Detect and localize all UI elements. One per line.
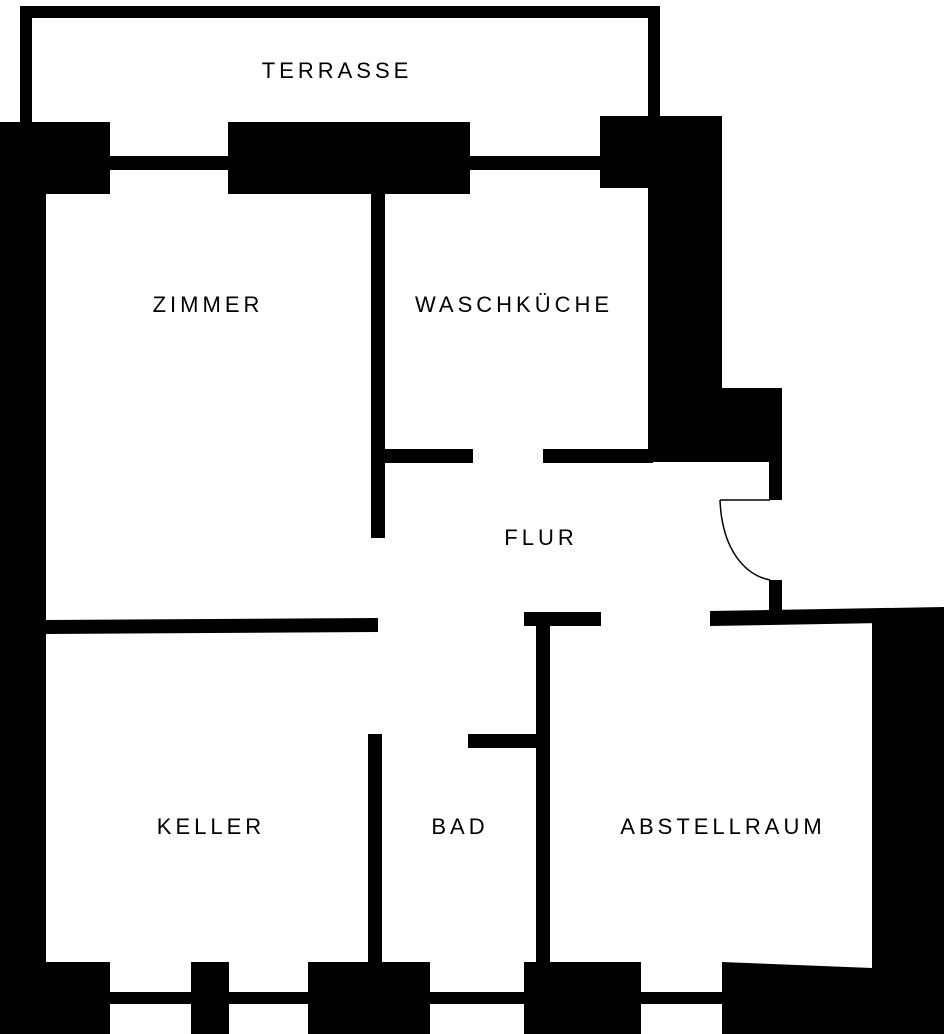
bottom-wall-pier-4 [524, 962, 641, 1034]
right-exterior-wall [872, 618, 944, 1034]
bottom-window-sill-2 [227, 992, 310, 1004]
top-wall-pier-center [228, 122, 470, 194]
zimmer-keller-wall [46, 618, 378, 634]
left-wall [0, 122, 46, 1034]
waschkueche-bottom-wall-left [371, 449, 473, 463]
entrance-jamb-bottom [769, 580, 782, 618]
top-window-sill-2 [468, 156, 602, 170]
room-label-flur: FLUR [504, 525, 577, 550]
right-wall-step [718, 388, 782, 462]
terrasse-railing-top [20, 6, 660, 18]
bad-stub-wall [468, 734, 538, 748]
entrance-door [719, 499, 771, 581]
room-label-keller: KELLER [157, 814, 265, 839]
room-label-bad: BAD [431, 814, 488, 839]
terrasse-railing-right [648, 6, 660, 124]
bottom-wall-pier-1 [0, 962, 110, 1034]
walls [0, 6, 944, 1034]
door-swing-arc [719, 499, 771, 581]
room-labels: TERRASSE ZIMMER WASCHKÜCHE FLUR KELLER B… [153, 58, 825, 839]
room-label-waschkueche: WASCHKÜCHE [415, 292, 613, 317]
bad-abstellraum-wall [536, 624, 550, 964]
room-label-terrasse: TERRASSE [262, 58, 413, 83]
keller-bad-wall [368, 734, 382, 964]
bottom-wall-pier-3 [308, 962, 430, 1034]
room-label-abstellraum: ABSTELLRAUM [620, 814, 825, 839]
room-label-zimmer: ZIMMER [153, 292, 264, 317]
zimmer-waschkueche-wall [371, 190, 385, 538]
entrance-jamb-top [769, 460, 782, 500]
top-window-sill-1 [108, 156, 230, 170]
terrasse-railing-left [20, 6, 32, 124]
bottom-window-sill-3 [428, 992, 526, 1004]
bottom-wall-pier-2 [191, 962, 229, 1034]
bottom-window-sill-4 [639, 992, 724, 1004]
flur-bottom-wall-left [524, 612, 601, 626]
right-wall-upper [648, 116, 722, 462]
bottom-wall-pier-5 [722, 962, 872, 1034]
bottom-window-sill-1 [108, 992, 193, 1004]
waschkueche-bottom-wall-right [543, 449, 653, 463]
